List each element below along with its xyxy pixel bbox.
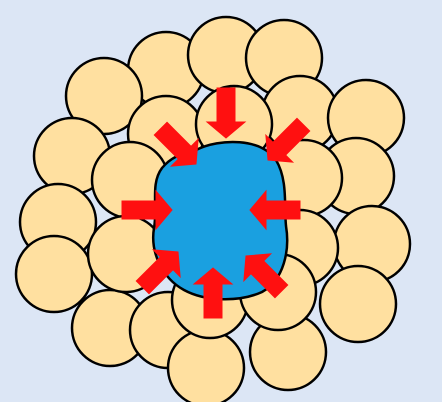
particle [320, 266, 396, 342]
particle [16, 236, 92, 312]
particle [168, 330, 244, 402]
